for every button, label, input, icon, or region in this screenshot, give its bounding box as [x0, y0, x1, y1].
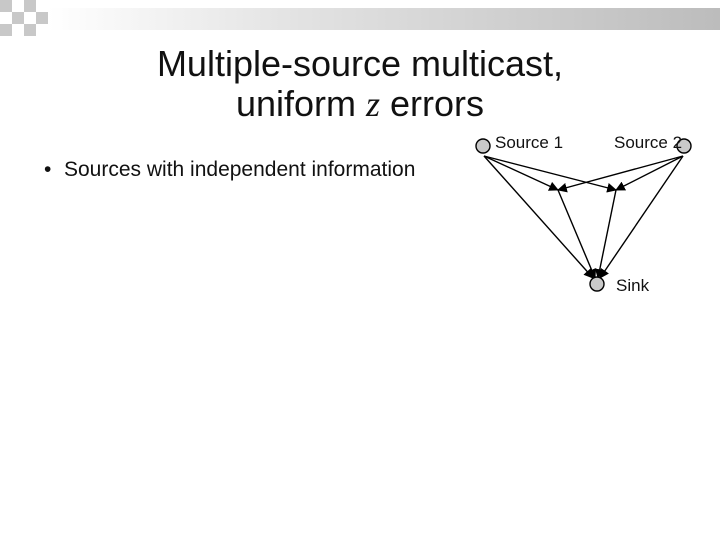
- edge-left-sink: [557, 189, 597, 279]
- edge-s1-left: [483, 155, 559, 191]
- edge-s1-sink: [483, 155, 594, 279]
- title-variable-z: z: [366, 84, 381, 124]
- slide-title: Multiple-source multicast, uniform z err…: [120, 43, 600, 125]
- bullet-item: • Sources with independent information: [44, 158, 415, 182]
- source-2-node: [676, 138, 692, 154]
- title-line-1: Multiple-source multicast,: [156, 43, 564, 84]
- title-line-2: uniform z errors: [120, 83, 600, 125]
- sink-node: [589, 276, 605, 292]
- edge-s2-sink: [599, 155, 684, 279]
- title-line-2-suffix: errors: [380, 83, 485, 124]
- header-gradient-bar: [48, 8, 720, 30]
- edge-right-sink: [594, 189, 617, 279]
- edge-s2-right: [615, 155, 684, 191]
- edge-s2-left: [557, 155, 684, 193]
- source-1-node: [475, 138, 491, 154]
- sink-label: Sink: [616, 276, 650, 295]
- source-1-label: Source 1: [495, 133, 563, 152]
- bullet-dot: •: [44, 158, 52, 181]
- title-line-2-prefix: uniform: [235, 83, 366, 124]
- edge-s1-right: [483, 155, 617, 193]
- corner-decoration: [0, 0, 48, 36]
- source-2-label: Source 2: [614, 133, 682, 152]
- bullet-text: Sources with independent information: [64, 158, 416, 181]
